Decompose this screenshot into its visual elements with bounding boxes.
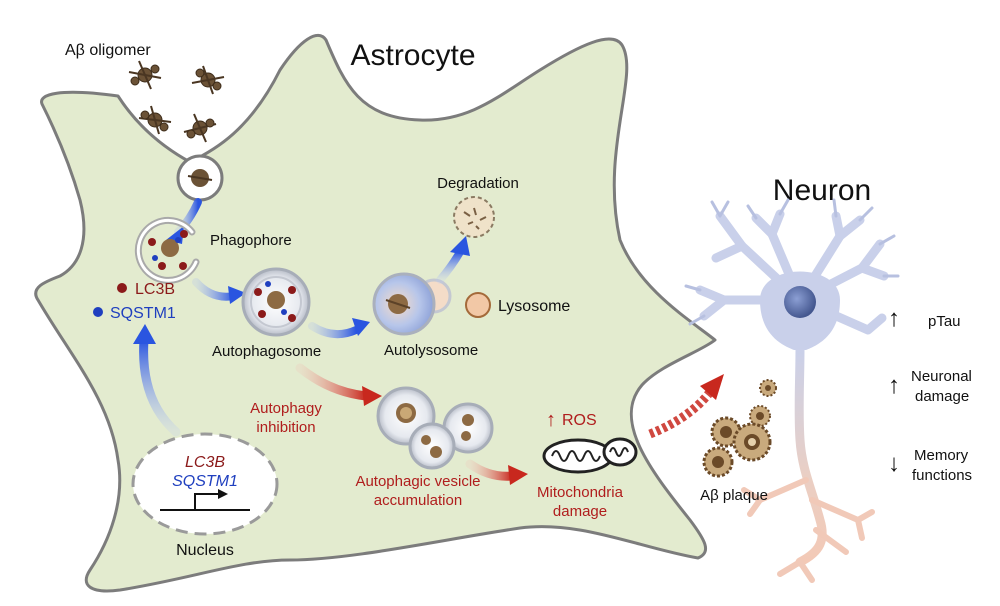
arrow-to-degradation	[436, 248, 464, 284]
arrow-autophagy-inhibition	[295, 363, 371, 401]
endocytic-vesicle	[176, 154, 224, 202]
sqstm1-legend-dot	[93, 307, 103, 317]
abeta-plaque-icon	[732, 422, 772, 462]
arrowhead-to-degradation	[450, 236, 470, 256]
ptau-up-arrow-icon: ↑	[888, 305, 900, 332]
autophagy-inhibition-label-2: inhibition	[256, 419, 315, 436]
memory-functions-label-1: Memory	[914, 447, 969, 464]
nucleus-label: Nucleus	[176, 542, 234, 559]
autophagy-inhibition-label-1: Autophagy	[250, 400, 322, 417]
degradation-vesicle-icon	[453, 196, 495, 238]
lc3b-legend-label: LC3B	[135, 281, 175, 298]
abeta-plaque-icon	[759, 379, 777, 397]
mitochondria-damage-label-2: damage	[553, 503, 607, 520]
autolysosome-label: Autolysosome	[384, 342, 478, 359]
phagophore-label: Phagophore	[210, 232, 292, 249]
nucleus-gene-lc3b: LC3B	[185, 454, 225, 471]
lysosome-icon	[465, 292, 491, 318]
arrowhead-to-neuron	[700, 374, 724, 400]
lc3b-legend-dot	[117, 283, 127, 293]
gene-promoter-arrowhead	[218, 489, 228, 499]
ros-up-arrow-icon: ↑	[546, 409, 556, 431]
neuronal-damage-label-2: damage	[915, 388, 969, 405]
arrowhead-phagophore-to-autophagosome	[228, 286, 246, 304]
ros-label: ROS	[562, 412, 597, 429]
neuron-icon	[684, 198, 900, 583]
mitochondria-damage-label-1: Mitochondria	[537, 484, 624, 501]
memory-functions-label-2: functions	[912, 467, 972, 484]
abeta-plaque-icon	[749, 405, 771, 427]
abeta-oligomer-label: Aβ oligomer	[65, 42, 151, 59]
abeta-oligomer-icon	[138, 105, 172, 135]
nucleus-gene-sqstm1: SQSTM1	[172, 473, 238, 490]
arrowhead-autophagy-inhibition	[362, 386, 382, 406]
abeta-oligomer-icon	[128, 60, 162, 90]
autolysosome-icon	[372, 272, 452, 336]
arrowhead-to-mitochondria	[508, 465, 528, 485]
lysosome-label: Lysosome	[498, 298, 570, 315]
arrowhead-gene-expression	[133, 324, 156, 344]
nucleus: LC3B SQSTM1	[131, 432, 279, 536]
phagophore-icon	[134, 216, 200, 284]
accumulated-vesicles	[376, 386, 494, 470]
abeta-plaque-cluster	[702, 379, 777, 478]
arrow-to-mitochondria	[465, 459, 517, 481]
arrow-gene-expression	[139, 335, 181, 437]
abeta-oligomer-icon	[183, 113, 217, 143]
autophagosome-label: Autophagosome	[212, 343, 321, 360]
autophagosome-icon	[241, 267, 311, 337]
abeta-plaque-icon	[702, 446, 734, 478]
neuron-title: Neuron	[773, 174, 871, 207]
vesicle-accumulation-label-1: Autophagic vesicle	[355, 473, 480, 490]
sqstm1-legend-label: SQSTM1	[110, 305, 176, 322]
abeta-plaque-label: Aβ plaque	[700, 487, 768, 504]
neuronal-damage-up-arrow-icon: ↑	[888, 372, 900, 399]
arrow-to-neuron	[648, 389, 714, 439]
vesicle-accumulation-label-2: accumulation	[374, 492, 462, 509]
degradation-label: Degradation	[437, 175, 519, 192]
memory-functions-down-arrow-icon: ↓	[888, 450, 900, 477]
gene-promoter-arrow-icon	[160, 493, 250, 511]
arrowhead-autophagosome-to-autolysosome	[352, 318, 370, 336]
abeta-oligomer-cluster	[128, 60, 225, 143]
astrocyte-title: Astrocyte	[350, 39, 475, 72]
arrow-autophagosome-to-autolysosome	[308, 322, 360, 339]
ptau-label: pTau	[928, 313, 961, 330]
abeta-oligomer-icon	[191, 65, 225, 95]
mitochondria-icon	[542, 437, 638, 474]
neuronal-damage-label-1: Neuronal	[911, 368, 972, 385]
